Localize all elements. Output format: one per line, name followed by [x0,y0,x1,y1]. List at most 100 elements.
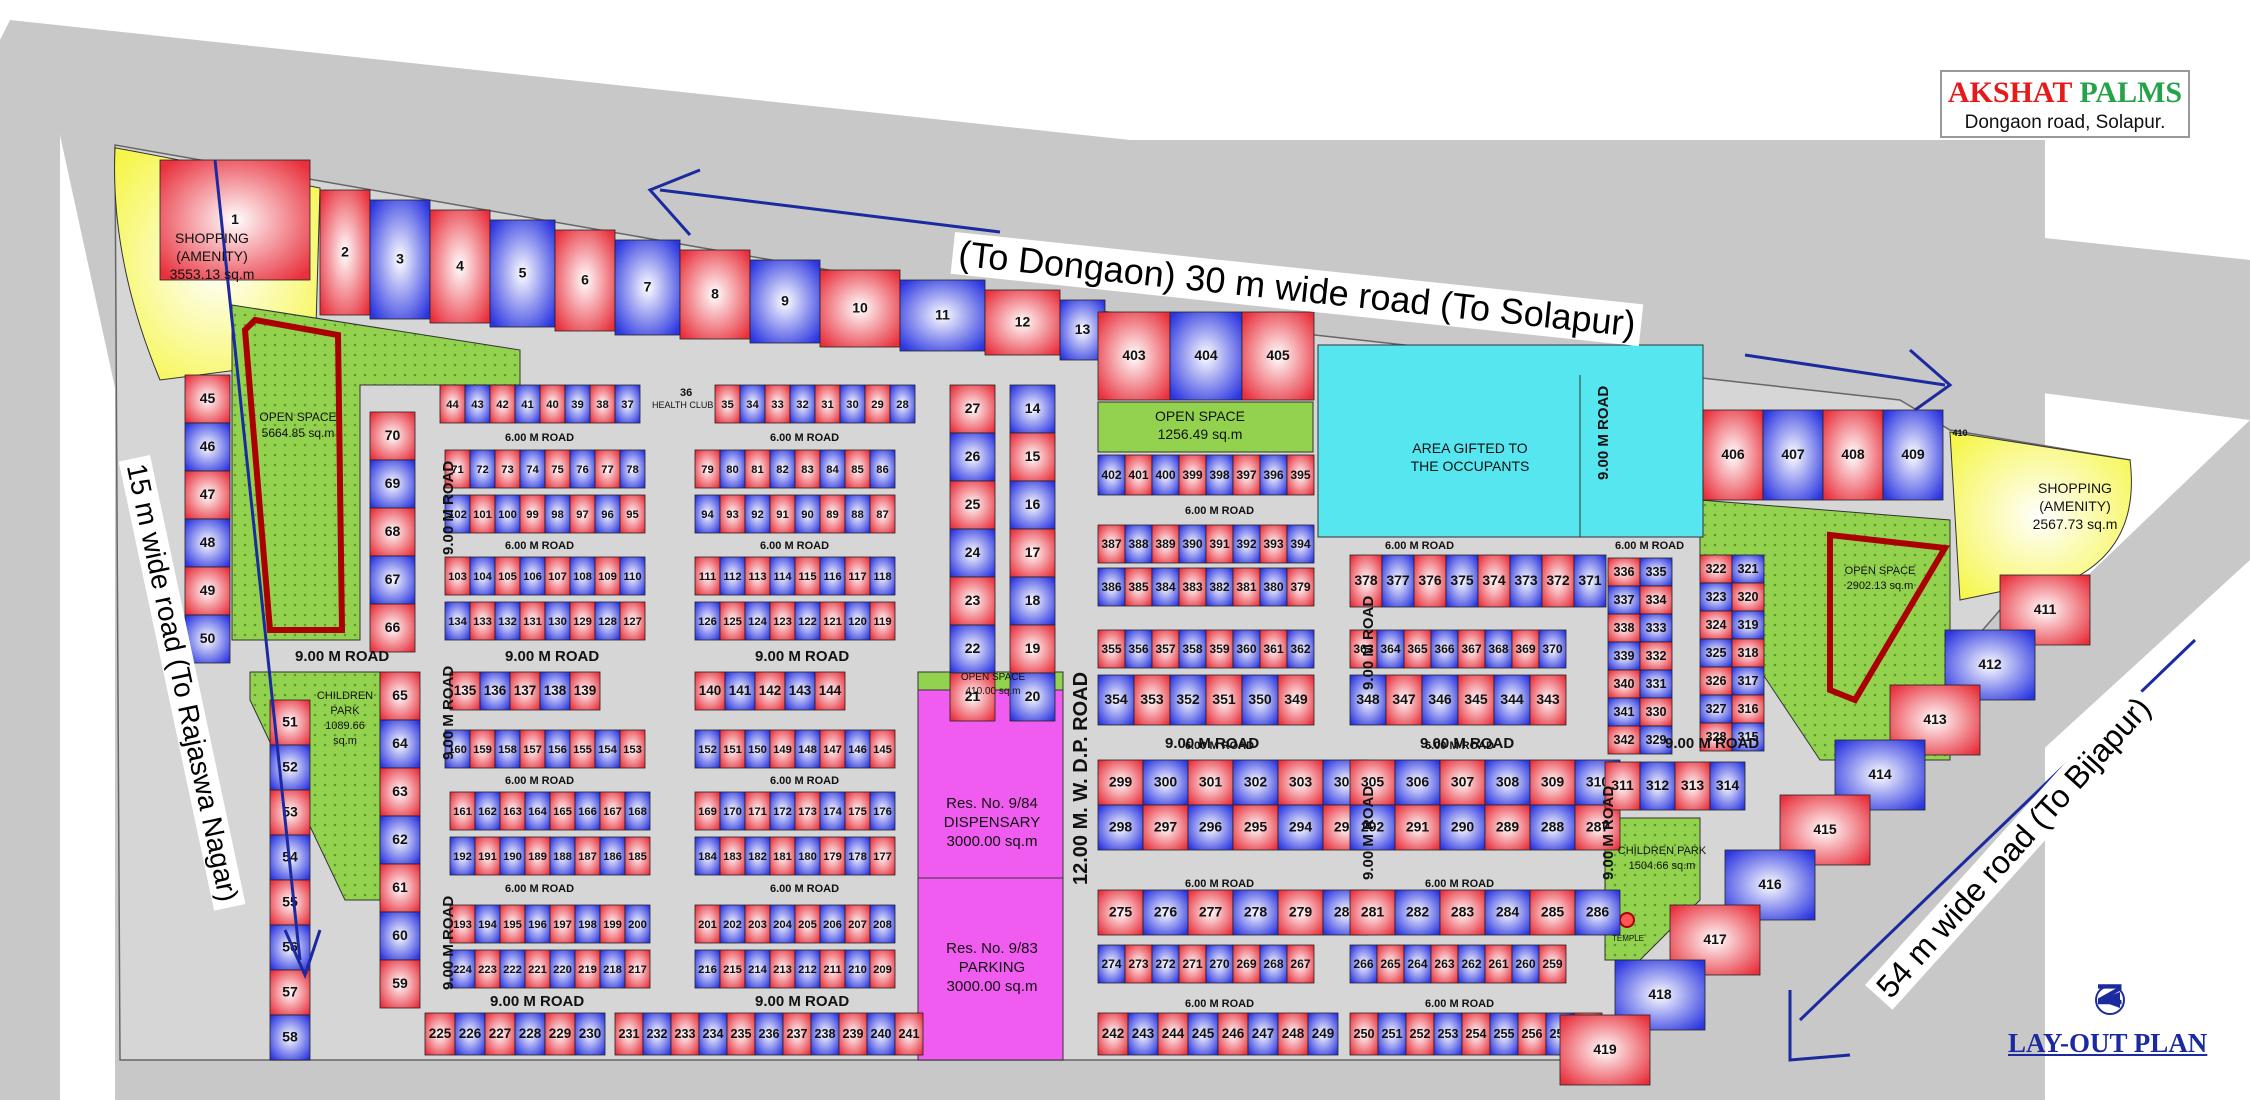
plot-8[interactable]: 8 [679,249,751,340]
plot-240[interactable]: 240 [866,1012,896,1056]
plot-356[interactable]: 356 [1124,629,1153,669]
plot-105[interactable]: 105 [494,556,521,596]
plot-158[interactable]: 158 [494,729,521,769]
plot-203[interactable]: 203 [744,904,771,944]
plot-95[interactable]: 95 [619,494,646,534]
plot-271[interactable]: 271 [1178,944,1207,984]
plot-191[interactable]: 191 [474,836,501,876]
plot-20[interactable]: 20 [1009,672,1056,722]
plot-375[interactable]: 375 [1445,554,1479,608]
plot-235[interactable]: 235 [726,1012,756,1056]
plot-131[interactable]: 131 [519,601,546,641]
plot-211[interactable]: 211 [819,949,846,989]
plot-318[interactable]: 318 [1731,638,1765,668]
plot-147[interactable]: 147 [819,729,846,769]
plot-19[interactable]: 19 [1009,624,1056,674]
plot-152[interactable]: 152 [694,729,721,769]
plot-380[interactable]: 380 [1259,567,1288,607]
plot-125[interactable]: 125 [719,601,746,641]
plot-251[interactable]: 251 [1377,1012,1407,1056]
plot-65[interactable]: 65 [379,671,421,721]
plot-181[interactable]: 181 [769,836,796,876]
plot-104[interactable]: 104 [469,556,496,596]
plot-21[interactable]: 21 [949,672,996,722]
plot-53[interactable]: 53 [269,789,311,836]
plot-279[interactable]: 279 [1277,889,1324,936]
plot-60[interactable]: 60 [379,911,421,961]
plot-172[interactable]: 172 [769,791,796,831]
plot-7[interactable]: 7 [614,239,681,336]
plot-323[interactable]: 323 [1699,582,1733,612]
plot-325[interactable]: 325 [1699,638,1733,668]
plot-199[interactable]: 199 [599,904,626,944]
plot-56[interactable]: 56 [269,924,311,971]
plot-132[interactable]: 132 [494,601,521,641]
plot-12[interactable]: 12 [984,289,1061,356]
plot-24[interactable]: 24 [949,528,996,578]
plot-23[interactable]: 23 [949,576,996,626]
plot-249[interactable]: 249 [1307,1012,1339,1056]
plot-223[interactable]: 223 [474,949,501,989]
plot-127[interactable]: 127 [619,601,646,641]
plot-362[interactable]: 362 [1286,629,1315,669]
plot-130[interactable]: 130 [544,601,571,641]
plot-74[interactable]: 74 [519,449,546,489]
plot-350[interactable]: 350 [1241,674,1279,726]
plot-193[interactable]: 193 [449,904,476,944]
plot-376[interactable]: 376 [1413,554,1447,608]
plot-180[interactable]: 180 [794,836,821,876]
plot-242[interactable]: 242 [1097,1012,1129,1056]
plot-202[interactable]: 202 [719,904,746,944]
plot-213[interactable]: 213 [769,949,796,989]
plot-338[interactable]: 338 [1607,613,1641,643]
plot-410[interactable]: 410 [1952,428,1967,438]
plot-283[interactable]: 283 [1439,889,1486,936]
plot-2[interactable]: 2 [319,189,371,316]
plot-126[interactable]: 126 [694,601,721,641]
plot-363[interactable]: 363 [1349,629,1378,669]
plot-327[interactable]: 327 [1699,694,1733,724]
plot-374[interactable]: 374 [1477,554,1511,608]
plot-404[interactable]: 404 [1169,311,1243,401]
plot-102[interactable]: 102 [444,494,471,534]
plot-9[interactable]: 9 [749,259,821,344]
plot-292[interactable]: 292 [1349,804,1396,851]
plot-22[interactable]: 22 [949,624,996,674]
plot-358[interactable]: 358 [1178,629,1207,669]
plot-168[interactable]: 168 [624,791,651,831]
plot-148[interactable]: 148 [794,729,821,769]
plot-200[interactable]: 200 [624,904,651,944]
plot-137[interactable]: 137 [509,671,541,711]
plot-382[interactable]: 382 [1205,567,1234,607]
plot-164[interactable]: 164 [524,791,551,831]
plot-256[interactable]: 256 [1517,1012,1547,1056]
plot-316[interactable]: 316 [1731,694,1765,724]
plot-354[interactable]: 354 [1097,674,1135,726]
plot-170[interactable]: 170 [719,791,746,831]
plot-340[interactable]: 340 [1607,669,1641,699]
plot-261[interactable]: 261 [1484,944,1513,984]
plot-90[interactable]: 90 [794,494,821,534]
plot-63[interactable]: 63 [379,767,421,817]
plot-294[interactable]: 294 [1277,804,1324,851]
plot-38[interactable]: 38 [589,384,616,424]
plot-398[interactable]: 398 [1205,454,1234,496]
plot-371[interactable]: 371 [1573,554,1607,608]
plot-45[interactable]: 45 [184,374,231,424]
plot-119[interactable]: 119 [869,601,896,641]
plot-366[interactable]: 366 [1430,629,1459,669]
plot-284[interactable]: 284 [1484,889,1531,936]
plot-89[interactable]: 89 [819,494,846,534]
plot-243[interactable]: 243 [1127,1012,1159,1056]
plot-49[interactable]: 49 [184,566,231,616]
plot-367[interactable]: 367 [1457,629,1486,669]
plot-321[interactable]: 321 [1731,554,1765,584]
plot-297[interactable]: 297 [1142,804,1189,851]
plot-151[interactable]: 151 [719,729,746,769]
plot-135[interactable]: 135 [449,671,481,711]
plot-47[interactable]: 47 [184,470,231,520]
plot-272[interactable]: 272 [1151,944,1180,984]
plot-324[interactable]: 324 [1699,610,1733,640]
plot-1[interactable]: 1 [159,159,311,281]
plot-149[interactable]: 149 [769,729,796,769]
